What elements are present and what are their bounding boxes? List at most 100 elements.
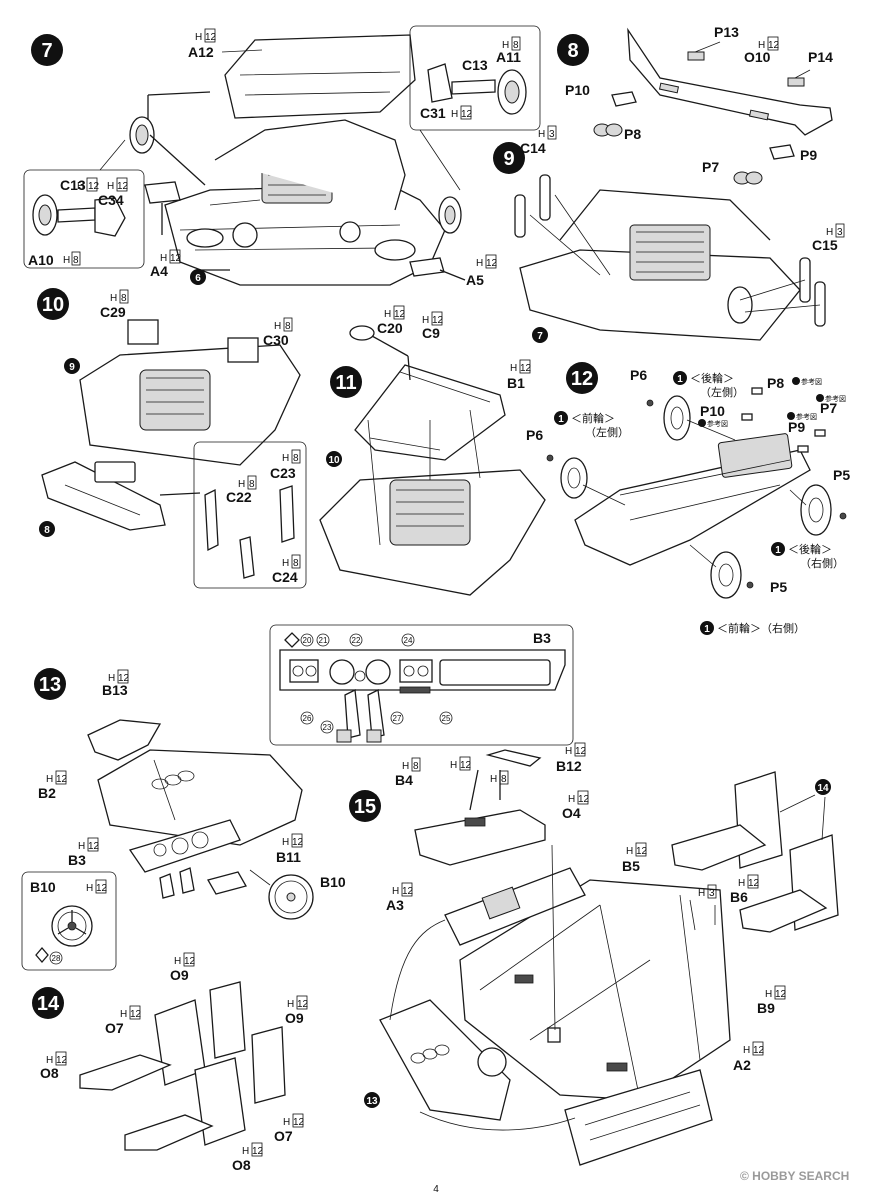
step-number-14: [32, 987, 64, 1019]
svg-text:12: 12: [170, 253, 182, 264]
svg-text:12: 12: [768, 40, 780, 51]
svg-text:12: 12: [56, 1055, 68, 1066]
svg-text:12: 12: [748, 878, 760, 889]
svg-text:12: 12: [130, 1009, 142, 1020]
svg-text:12: 12: [297, 999, 309, 1010]
svg-text:H: H: [476, 258, 483, 269]
svg-text:参考図: 参考図: [796, 412, 817, 421]
svg-text:14: 14: [817, 783, 829, 794]
svg-text:22: 22: [352, 636, 361, 645]
label-P9-step12: P9: [788, 419, 805, 435]
svg-text:12: 12: [117, 181, 129, 192]
label-A5: A5: [466, 272, 484, 288]
watermark: © HOBBY SEARCH: [740, 1169, 849, 1183]
label-A10: A10: [28, 252, 54, 268]
svg-text:参考図: 参考図: [707, 419, 728, 428]
label-A3: A3: [386, 897, 404, 913]
door-panel-A2: [564, 1069, 713, 1166]
svg-text:H: H: [538, 129, 545, 140]
label-B10-inset: B10: [30, 879, 56, 895]
label-O4: O4: [562, 805, 581, 821]
svg-text:12: 12: [775, 989, 787, 1000]
svg-text:H: H: [738, 878, 745, 889]
svg-text:15: 15: [354, 796, 376, 818]
svg-text:H: H: [110, 293, 117, 304]
svg-text:H: H: [565, 746, 572, 757]
label-rear-wheel-left: ＜後輪＞: [690, 371, 734, 385]
svg-text:12: 12: [88, 181, 100, 192]
svg-text:H: H: [826, 227, 833, 238]
label-O10: O10: [744, 49, 771, 65]
svg-text:H: H: [743, 1045, 750, 1056]
svg-text:H: H: [195, 32, 202, 43]
label-B1: B1: [507, 375, 525, 391]
label-O8-2: O8: [232, 1157, 251, 1173]
label-P6-front: P6: [526, 427, 543, 443]
label-B12: B12: [556, 758, 582, 774]
svg-text:H: H: [698, 888, 705, 899]
ref-6: [190, 269, 206, 285]
svg-text:27: 27: [393, 714, 402, 723]
label-O7-1: O7: [105, 1020, 124, 1036]
step-number-9: [493, 142, 525, 174]
svg-text:12: 12: [571, 368, 593, 390]
svg-text:12: 12: [56, 774, 68, 785]
svg-text:12: 12: [461, 109, 473, 120]
label-A2: A2: [733, 1057, 751, 1073]
svg-text:8: 8: [73, 255, 79, 266]
svg-text:H: H: [274, 321, 281, 332]
svg-text:H: H: [46, 774, 53, 785]
svg-text:1: 1: [677, 374, 683, 385]
seat-cushion-O8-2: [124, 1114, 214, 1151]
label-C13-right: C13: [462, 57, 488, 73]
label-B4: B4: [395, 772, 413, 788]
svg-text:14: 14: [37, 993, 60, 1015]
label-P14: P14: [808, 49, 833, 65]
label-C30: C30: [263, 332, 289, 348]
svg-text:26: 26: [303, 714, 312, 723]
arm-part-A4: [144, 181, 181, 235]
hub-part-right: [409, 196, 466, 281]
svg-text:12: 12: [486, 258, 498, 269]
svg-text:12: 12: [184, 956, 196, 967]
svg-text:H: H: [120, 1009, 127, 1020]
lever-B12: [485, 749, 542, 767]
svg-text:12: 12: [292, 837, 304, 848]
ref-7: [532, 327, 548, 343]
svg-text:8: 8: [567, 40, 578, 62]
label-B6: B6: [730, 889, 748, 905]
chassis-drawing-7: [147, 34, 446, 286]
step-14: 14 O9 H 12 O7 H 12 O8 H 12 O9 H 12 O7 H …: [32, 952, 309, 1173]
seat-cushion-right-1: [671, 824, 767, 871]
label-P5-front: P5: [770, 579, 787, 595]
svg-text:9: 9: [69, 362, 75, 373]
svg-text:13: 13: [366, 1096, 378, 1107]
label-O9-1: O9: [170, 967, 189, 983]
svg-text:12: 12: [252, 1146, 264, 1157]
rear-wheel-right: [800, 484, 832, 536]
svg-text:H: H: [282, 453, 289, 464]
svg-text:7: 7: [537, 331, 543, 342]
svg-text:6: 6: [195, 273, 201, 284]
svg-text:H: H: [77, 181, 84, 192]
svg-text:H: H: [287, 999, 294, 1010]
hub-part-left: [129, 116, 206, 186]
label-C29: C29: [100, 304, 126, 320]
svg-text:H: H: [282, 558, 289, 569]
step-number-7-text: 7: [41, 40, 52, 62]
svg-text:13: 13: [39, 674, 61, 696]
front-wheel-left: [560, 457, 588, 499]
label-P5-rear: P5: [833, 467, 850, 483]
svg-text:12: 12: [578, 794, 590, 805]
svg-text:H: H: [510, 363, 517, 374]
svg-text:H: H: [502, 40, 509, 51]
svg-text:9: 9: [503, 148, 514, 170]
step-15: 15 B4 H 8 H 12 H 8: [349, 742, 839, 1166]
svg-text:12: 12: [432, 315, 444, 326]
svg-text:3: 3: [837, 227, 843, 238]
svg-text:H: H: [242, 1146, 249, 1157]
svg-text:（左側）: （左側）: [700, 386, 744, 399]
inset-detail-left: C13 H 12 C34 H 12 A10 H 8: [23, 139, 145, 269]
ref-13: [364, 1092, 380, 1108]
